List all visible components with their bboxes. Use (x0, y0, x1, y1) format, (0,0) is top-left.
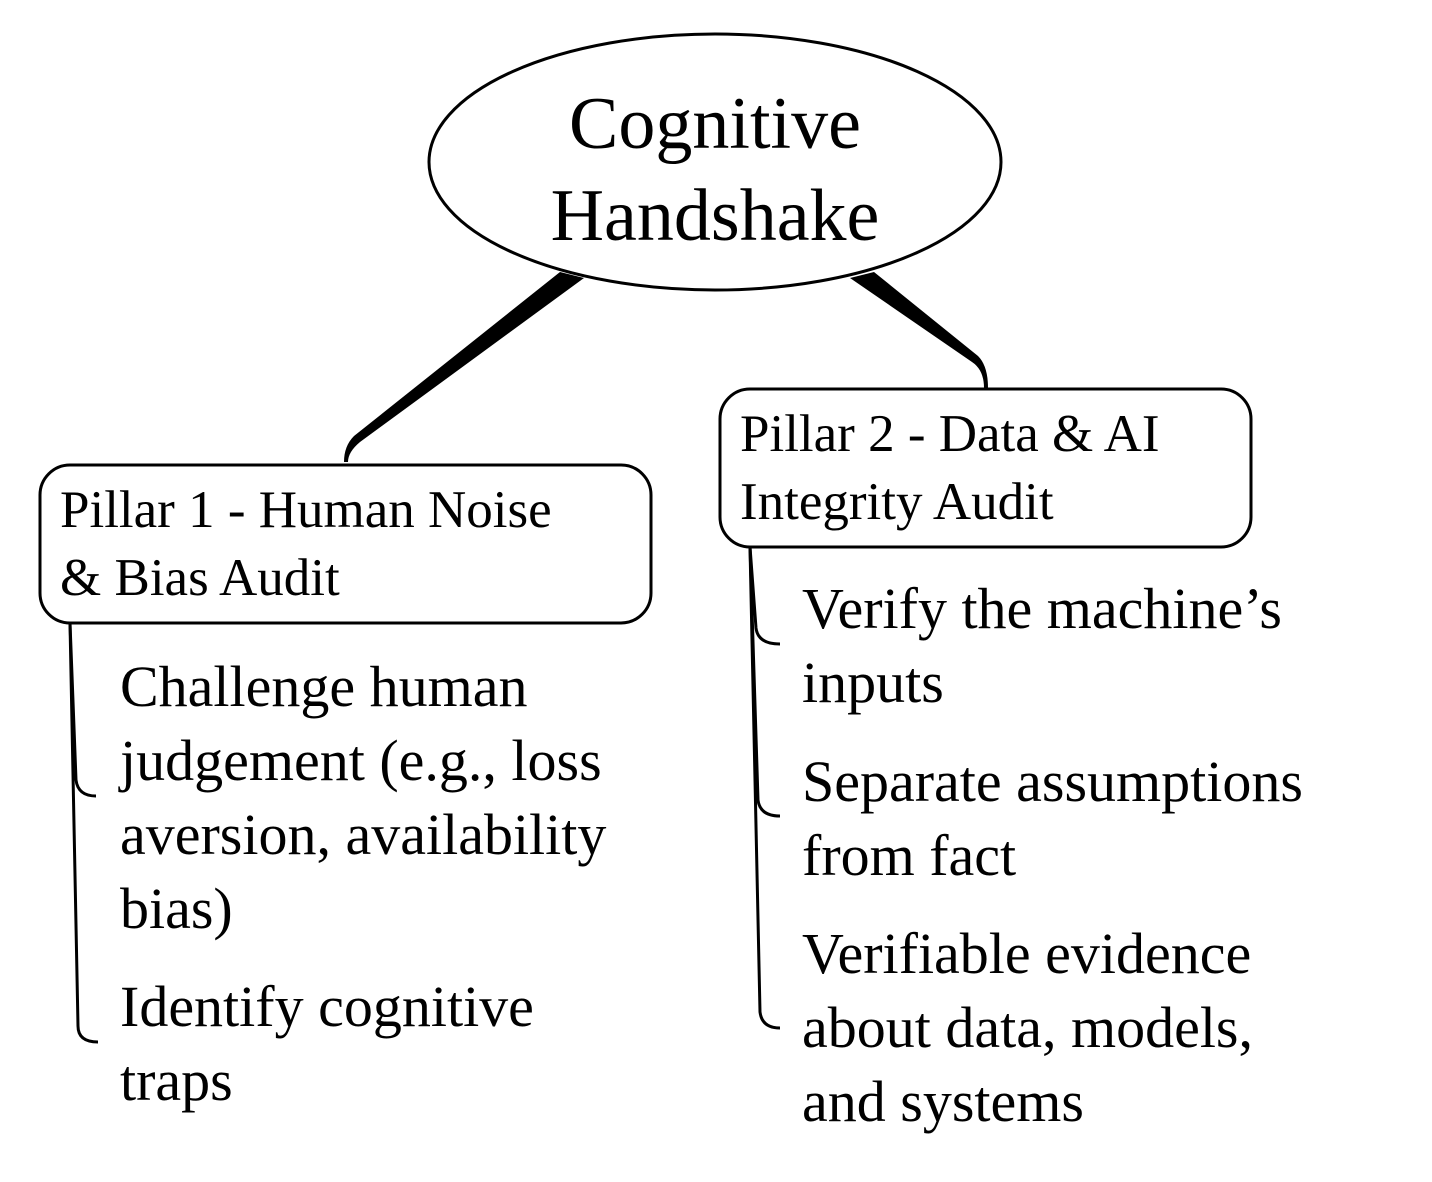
pillar-2-label-line-2: Integrity Audit (740, 473, 1054, 531)
connector-root-to-pillar-2 (850, 272, 988, 388)
pillar-2-item-2: Separate assumptions from fact (802, 745, 1303, 893)
pillar-1-label-line-2: & Bias Audit (60, 549, 340, 607)
pillar-2-bracket (748, 546, 781, 646)
item-line: judgement (e.g., loss (120, 728, 602, 793)
pillar-1-label: Pillar 1 - Human Noise & Bias Audit (60, 476, 640, 612)
item-line: and systems (802, 1069, 1084, 1134)
pillar-2-bracket-line (748, 546, 781, 1030)
pillar-2-bracket-mid (748, 546, 781, 818)
root-label-line-2: Handshake (550, 175, 880, 257)
item-line: about data, models, (802, 995, 1254, 1060)
root-node-label: Cognitive Handshake (430, 78, 1000, 262)
item-line: Verifiable evidence (802, 921, 1252, 986)
pillar-1-bracket (68, 622, 97, 798)
item-line: bias) (120, 876, 233, 941)
pillar-1-item-1: Challenge human judgement (e.g., loss av… (120, 650, 606, 946)
pillar-1-label-line-1: Pillar 1 - Human Noise (60, 481, 552, 539)
pillar-2-label-line-1: Pillar 2 - Data & AI (740, 405, 1160, 463)
pillar-2-item-1: Verify the machine’s inputs (802, 572, 1282, 720)
root-label-line-1: Cognitive (569, 83, 861, 165)
pillar-2-label: Pillar 2 - Data & AI Integrity Audit (740, 400, 1240, 536)
item-line: aversion, availability (120, 802, 607, 867)
pillar-1-item-2: Identify cognitive traps (120, 970, 534, 1118)
item-line: inputs (802, 650, 944, 715)
item-line: traps (120, 1048, 233, 1113)
item-line: Identify cognitive (120, 974, 534, 1039)
pillar-2-box (718, 387, 1253, 549)
pillar-2-item-3: Verifiable evidence about data, models, … (802, 917, 1253, 1139)
pillar-1-box (38, 463, 653, 625)
item-line: Separate assumptions (802, 749, 1303, 814)
pillar-1-bracket-line (68, 622, 99, 1044)
item-line: Verify the machine’s (802, 576, 1282, 641)
connector-root-to-pillar-1 (344, 272, 584, 462)
item-line: Challenge human (120, 654, 528, 719)
root-node-ellipse (427, 32, 1003, 292)
item-line: from fact (802, 823, 1017, 888)
